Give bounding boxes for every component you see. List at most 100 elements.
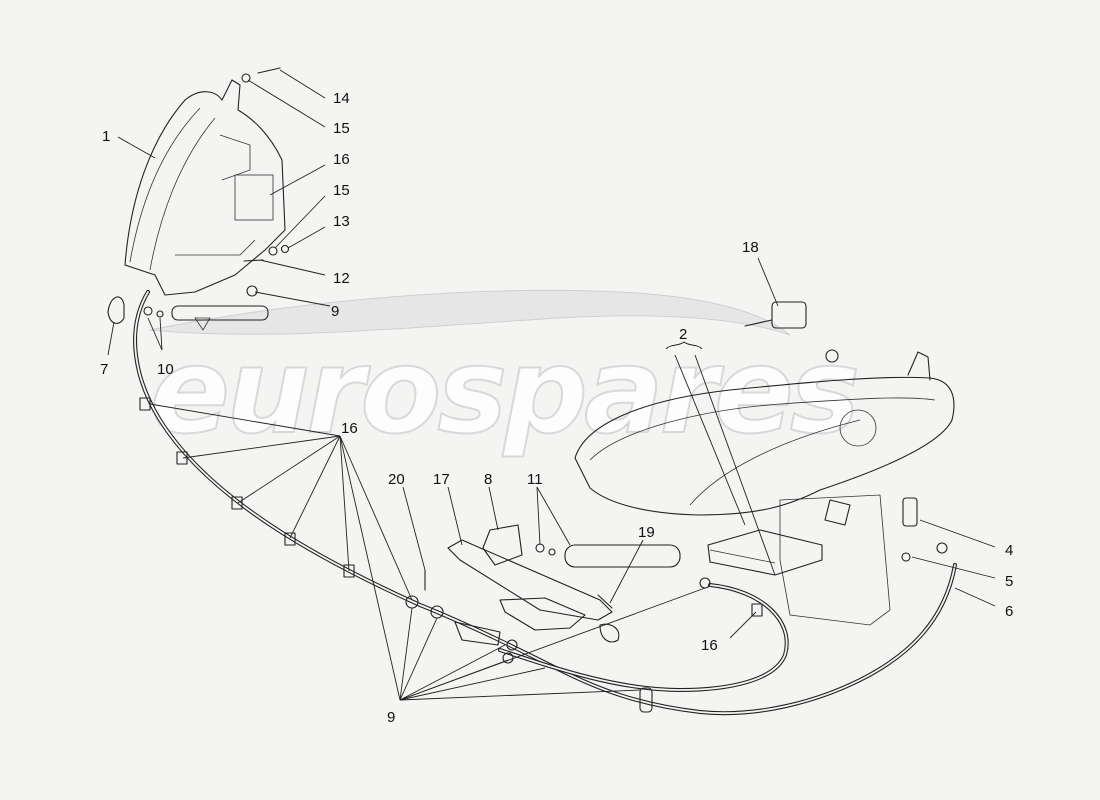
leader-12 — [259, 259, 326, 276]
callout-2: 2 — [679, 326, 687, 343]
hose-clips — [139, 397, 763, 713]
part-7-cap — [107, 296, 125, 324]
right-headlamp-rear-housing — [779, 494, 891, 626]
hose-clip-7 — [639, 687, 653, 713]
left-washer-cylinder — [171, 305, 269, 321]
callout-15-top: 15 — [333, 120, 350, 137]
screw-14 — [257, 67, 281, 74]
fitting-11-b — [548, 548, 556, 556]
hose-clip-6 — [751, 603, 763, 617]
bracket-17-block — [499, 597, 586, 631]
leader-10-b — [159, 317, 163, 351]
top-fasteners — [241, 67, 290, 297]
connector-9-d — [502, 652, 514, 664]
leader-9-c — [399, 644, 506, 701]
callout-10: 10 — [157, 361, 174, 378]
left-headlamp-lens-edge — [129, 107, 201, 263]
leader-15-side — [274, 195, 326, 249]
leader-9-b — [399, 617, 438, 701]
hose-clip-4 — [284, 532, 296, 546]
leader-14 — [279, 69, 326, 99]
right-headlamp-bulb-reflector — [839, 409, 877, 447]
leader-7 — [107, 321, 115, 356]
right-headlamp-reflector-line — [689, 419, 861, 506]
control-unit-box — [707, 529, 823, 576]
callout-6: 6 — [1005, 603, 1013, 620]
left-washer-bracket — [194, 317, 211, 331]
callout-14: 14 — [333, 90, 350, 107]
right-headlamp-cap — [825, 349, 839, 363]
washer-pump-left — [107, 296, 269, 331]
leader-9-a — [399, 607, 413, 701]
right-headlamp-mount — [824, 499, 851, 526]
nut-13 — [280, 244, 290, 254]
part-10-fitting-b — [156, 310, 164, 318]
leader-5 — [911, 556, 996, 579]
callout-7: 7 — [100, 361, 108, 378]
leader-2a — [674, 354, 746, 526]
leader-9-f — [399, 689, 641, 701]
callout-16-mid: 16 — [341, 420, 358, 437]
callout-11: 11 — [527, 471, 543, 488]
callout-19: 19 — [638, 524, 655, 541]
leader-9-e — [399, 667, 546, 701]
clip-9-top — [246, 285, 258, 297]
hose-clip-2 — [176, 451, 188, 465]
callout-13: 13 — [333, 213, 350, 230]
left-headlamp-module — [234, 174, 274, 221]
left-headlamp-housing — [124, 79, 286, 296]
connector-9-c — [506, 639, 518, 651]
callout-4: 4 — [1005, 542, 1013, 559]
watermark-swoosh — [149, 289, 791, 336]
leader-20 — [402, 486, 426, 571]
washer-15-top — [241, 73, 251, 83]
right-washer-cylinder — [564, 544, 681, 568]
leader-2-brace — [665, 341, 703, 350]
fitting-5-a — [901, 552, 911, 562]
callout-16-top: 16 — [333, 151, 350, 168]
hose-clip-3 — [231, 496, 243, 510]
left-headlamp — [124, 79, 286, 296]
bracket-17-tab — [599, 623, 620, 643]
leader-16-d — [289, 435, 341, 539]
leader-9-g — [399, 587, 706, 701]
callout-8: 8 — [484, 471, 492, 488]
leader-16-f — [339, 435, 413, 601]
bulb-18 — [744, 301, 807, 329]
leader-6 — [954, 587, 996, 607]
leader-2b — [694, 354, 776, 576]
leader-13 — [287, 226, 326, 249]
leader-11-a — [536, 486, 541, 546]
leader-19 — [609, 539, 644, 604]
leader-9-top — [254, 291, 331, 307]
washer-15-side — [268, 246, 278, 256]
right-headlamp-lens — [574, 376, 955, 516]
leader-16-bottom — [729, 611, 757, 639]
left-headlamp-base — [175, 239, 256, 256]
leader-17 — [447, 486, 463, 546]
control-unit-edge — [709, 549, 776, 564]
callout-1: 1 — [102, 128, 110, 145]
leader-16-top — [269, 164, 326, 196]
callout-9-top: 9 — [331, 303, 339, 320]
screw-19 — [597, 594, 613, 609]
leader-15-top — [247, 79, 326, 128]
secondary-hose-inner — [499, 584, 788, 691]
leader-10-a — [147, 317, 163, 351]
watermark: eurospares — [149, 289, 862, 461]
right-headlamp-top-tab — [907, 351, 931, 381]
bulb-18-base — [771, 301, 807, 329]
leader-16-c — [237, 435, 341, 504]
leader-18 — [757, 257, 779, 307]
part-10-fitting-a — [143, 306, 153, 316]
cover-8 — [482, 524, 523, 566]
callout-18: 18 — [742, 239, 759, 256]
callout-9-bottom: 9 — [387, 709, 395, 726]
t-connector — [454, 621, 501, 646]
callout-12: 12 — [333, 270, 350, 287]
callout-5: 5 — [1005, 573, 1013, 590]
right-washer-parts — [901, 497, 948, 562]
fitting-5-b — [936, 542, 948, 554]
